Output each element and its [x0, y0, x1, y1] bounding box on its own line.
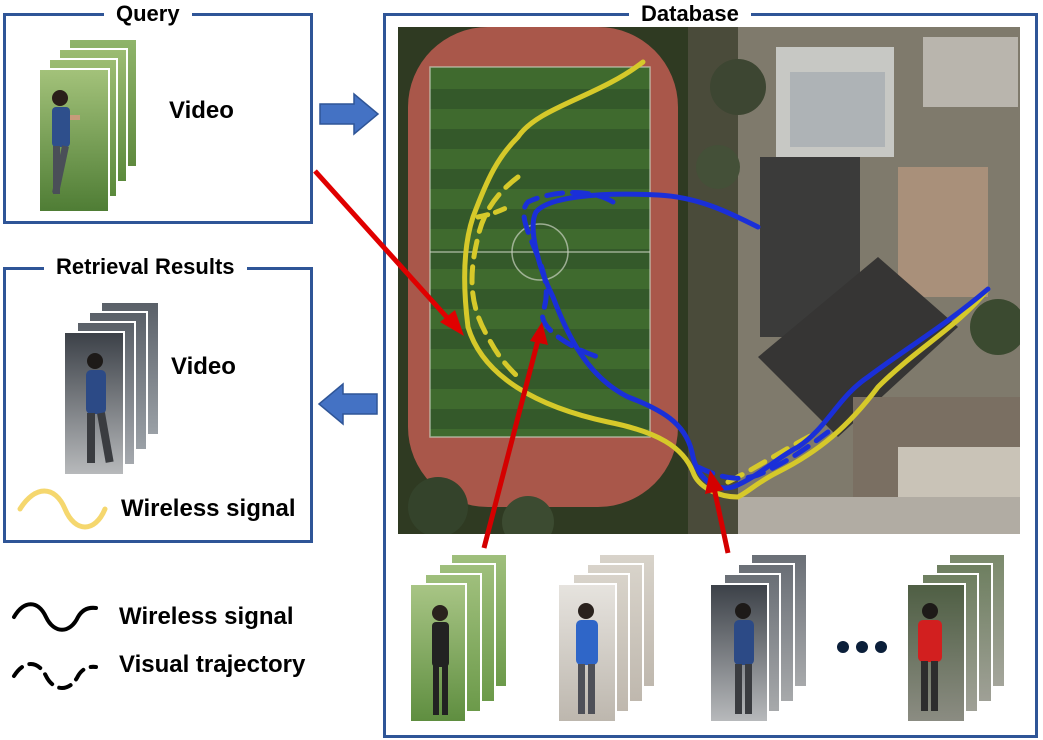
results-legend-label: Wireless signal [121, 495, 296, 522]
result-person [86, 353, 114, 463]
yellow-visual-track [469, 174, 521, 380]
database-title: Database [629, 1, 751, 27]
wireless-signal-icon [12, 602, 98, 632]
result-frame-1 [63, 331, 125, 476]
legend-solid-label: Wireless signal [119, 603, 294, 630]
query-video-label: Video [169, 97, 234, 124]
database-to-results-arrow [317, 382, 378, 426]
query-to-database-arrow [319, 92, 380, 136]
db-frame-c-front [709, 583, 769, 723]
query-title: Query [104, 1, 192, 27]
blue-wireless-track [530, 191, 991, 491]
db-frame-a-front [409, 583, 467, 723]
results-title: Retrieval Results [44, 254, 247, 280]
query-panel [3, 13, 313, 224]
yellow-wireless-track [462, 59, 991, 500]
legend-dashed-label: Visual trajectory [119, 651, 306, 678]
trajectory-overlay [462, 59, 991, 500]
db-frame-b-front [557, 583, 617, 723]
results-video-label: Video [171, 353, 236, 380]
visual-trajectory-icon [12, 662, 98, 690]
blue-visual-track [521, 190, 616, 360]
db-frame-d-front [906, 583, 966, 723]
query-frame-front [38, 68, 110, 213]
aerial-map [398, 27, 1020, 534]
query-person [52, 90, 80, 194]
